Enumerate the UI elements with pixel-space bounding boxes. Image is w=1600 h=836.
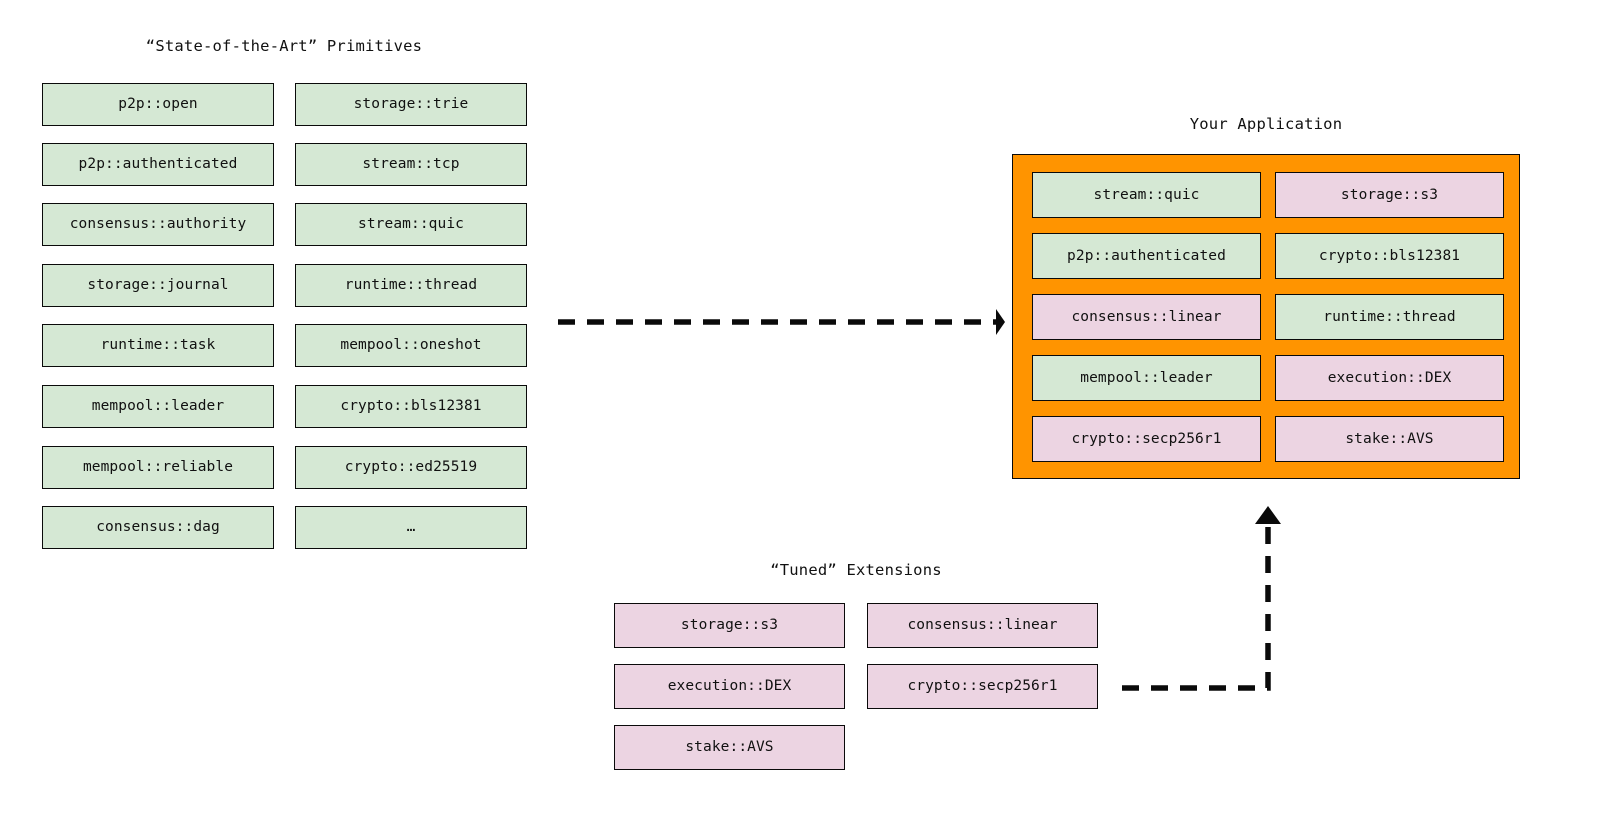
primitive-tile[interactable]: runtime::task: [42, 324, 274, 367]
application-tile[interactable]: storage::s3: [1275, 172, 1504, 218]
application-tile[interactable]: crypto::secp256r1: [1032, 416, 1261, 462]
application-tile[interactable]: runtime::thread: [1275, 294, 1504, 340]
application-tile[interactable]: crypto::bls12381: [1275, 233, 1504, 279]
extension-tile[interactable]: consensus::linear: [867, 603, 1098, 648]
extension-tile[interactable]: crypto::secp256r1: [867, 664, 1098, 709]
extension-tile[interactable]: storage::s3: [614, 603, 845, 648]
primitive-tile[interactable]: p2p::authenticated: [42, 143, 274, 186]
primitive-tile[interactable]: crypto::bls12381: [295, 385, 527, 428]
primitive-tile[interactable]: stream::tcp: [295, 143, 527, 186]
primitive-tile[interactable]: stream::quic: [295, 203, 527, 246]
arrow-extensions-to-application: [1122, 506, 1281, 691]
application-panel: stream::quic p2p::authenticated consensu…: [1012, 154, 1520, 479]
primitives-title: “State-of-the-Art” Primitives: [145, 37, 423, 55]
arrow-head-right: [996, 309, 1005, 335]
primitive-tile[interactable]: storage::trie: [295, 83, 527, 126]
application-tile[interactable]: stream::quic: [1032, 172, 1261, 218]
primitive-tile[interactable]: mempool::reliable: [42, 446, 274, 489]
application-tile[interactable]: stake::AVS: [1275, 416, 1504, 462]
arrow-shaft: [1122, 524, 1271, 691]
arrow-primitives-to-application: [558, 309, 1005, 335]
application-tile[interactable]: consensus::linear: [1032, 294, 1261, 340]
primitive-tile[interactable]: consensus::dag: [42, 506, 274, 549]
application-tile[interactable]: mempool::leader: [1032, 355, 1261, 401]
arrow-head-up: [1255, 506, 1281, 524]
primitive-tile[interactable]: …: [295, 506, 527, 549]
application-title: Your Application: [1189, 115, 1343, 133]
application-tile[interactable]: execution::DEX: [1275, 355, 1504, 401]
extensions-title: “Tuned” Extensions: [770, 561, 942, 579]
primitive-tile[interactable]: runtime::thread: [295, 264, 527, 307]
primitive-tile[interactable]: storage::journal: [42, 264, 274, 307]
primitive-tile[interactable]: crypto::ed25519: [295, 446, 527, 489]
extension-tile[interactable]: stake::AVS: [614, 725, 845, 770]
application-tile[interactable]: p2p::authenticated: [1032, 233, 1261, 279]
primitive-tile[interactable]: mempool::oneshot: [295, 324, 527, 367]
primitive-tile[interactable]: consensus::authority: [42, 203, 274, 246]
extension-tile[interactable]: execution::DEX: [614, 664, 845, 709]
primitive-tile[interactable]: p2p::open: [42, 83, 274, 126]
primitive-tile[interactable]: mempool::leader: [42, 385, 274, 428]
